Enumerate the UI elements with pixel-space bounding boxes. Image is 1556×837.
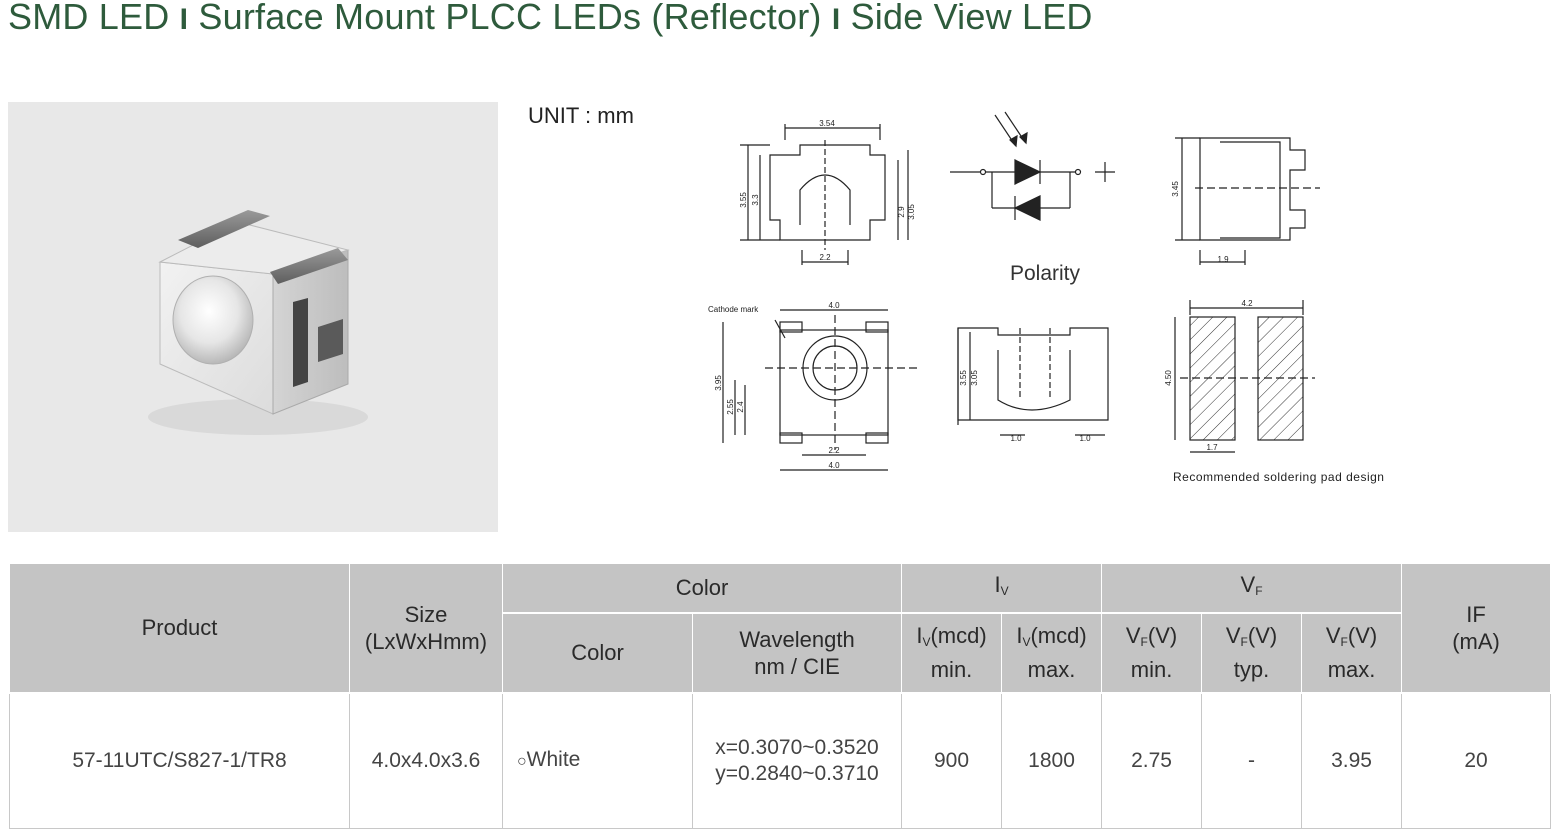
- title-part-side-view: Side View LED: [850, 0, 1093, 37]
- top-view-drawing: [722, 309, 920, 471]
- dim-label-pad-length: 4.50: [1164, 370, 1173, 386]
- soldering-pad-labels: 4.2 4.50 1.7: [1164, 299, 1253, 452]
- dim-label-section-height: 3.55: [959, 370, 968, 386]
- dim-label-profile-depth: 1.9: [1217, 255, 1229, 264]
- dim-label-side-height: 2.9: [897, 206, 906, 218]
- title-part-plcc: Surface Mount PLCC LEDs (Reflector): [198, 0, 822, 37]
- unit-label: UNIT : mm: [528, 103, 634, 128]
- side-profile-labels: 3.45 1.9: [1171, 181, 1229, 264]
- header-vf-group: VF: [1101, 563, 1403, 614]
- section-view-labels: 3.55 3.05 1.0 1.0: [959, 370, 1091, 443]
- cell-iv-min: 900: [901, 692, 1003, 829]
- header-if: IF(mA): [1401, 563, 1552, 694]
- cell-iv-max: 1800: [1001, 692, 1103, 829]
- dim-label-top-length: 3.95: [714, 375, 723, 391]
- dimension-drawings: 3.54 3.55 3.3 2.9 3.05 2.2 Polarity 3.45…: [708, 111, 1384, 484]
- side-view-labels: 3.54 3.55 3.3 2.9 3.05 2.2: [739, 119, 916, 262]
- cell-vf-max: 3.95: [1301, 692, 1403, 829]
- spec-table: Product Size(LxWxHmm) Color IV VF IF(mA)…: [9, 563, 1552, 829]
- dim-label-section-pad-right: 1.0: [1079, 434, 1091, 443]
- dim-label-height: 3.55: [739, 192, 748, 208]
- header-iv-min: IV(mcd)min.: [901, 612, 1003, 694]
- color-circle-icon: ○: [517, 752, 527, 770]
- header-vf-min: VF(V)min.: [1101, 612, 1203, 694]
- cathode-mark-label: Cathode mark: [708, 305, 759, 314]
- header-color: Color: [502, 612, 693, 694]
- header-product: Product: [9, 563, 350, 694]
- dim-label-section-pad-left: 1.0: [1010, 434, 1022, 443]
- header-iv-max: IV(mcd)max.: [1001, 612, 1103, 694]
- polarity-label: Polarity: [1010, 262, 1081, 285]
- header-vf-max: VF(V)max.: [1301, 612, 1403, 694]
- led-package-illustration: [148, 210, 368, 435]
- cell-vf-min: 2.75: [1101, 692, 1203, 829]
- header-iv-group: IV: [901, 563, 1103, 614]
- cell-if: 20: [1401, 692, 1552, 829]
- product-photo: [8, 102, 498, 532]
- table-row: 57-11UTC/S827-1/TR8 4.0x4.0x3.6 ○White x…: [9, 692, 1552, 829]
- soldering-pad-caption: Recommended soldering pad design: [1173, 470, 1384, 484]
- title-part-smd-led: SMD LED: [8, 0, 170, 37]
- title-separator-2: I: [831, 3, 841, 36]
- dim-label-pad-width: 4.2: [1241, 299, 1253, 308]
- polarity-symbol: [950, 111, 1115, 221]
- cell-size: 4.0x4.0x3.6: [349, 692, 503, 829]
- top-view-labels: Cathode mark 4.0 3.95 2.55 2.4 2.2 4.0: [708, 301, 840, 470]
- header-size: Size(LxWxHmm): [349, 563, 503, 694]
- dim-label-width: 3.54: [819, 119, 835, 128]
- page-title: SMD LED I Surface Mount PLCC LEDs (Refle…: [8, 0, 1093, 38]
- dim-label-lead-inner: 2.4: [736, 401, 745, 413]
- dim-label-top-width: 4.0: [828, 301, 840, 310]
- dim-label-pad-size: 1.7: [1206, 443, 1218, 452]
- dim-label-side-height-2: 3.05: [907, 204, 916, 220]
- soldering-pad-drawing: [1174, 300, 1315, 453]
- cell-product: 57-11UTC/S827-1/TR8: [9, 692, 350, 829]
- cell-vf-typ: -: [1201, 692, 1303, 829]
- dim-label-section-inner: 3.05: [970, 370, 979, 386]
- dim-label-top-base: 2.2: [828, 446, 840, 455]
- header-vf-typ: VF(V)typ.: [1201, 612, 1303, 694]
- side-view-drawing: [740, 124, 909, 265]
- side-profile-drawing: [1175, 137, 1320, 265]
- dim-label-profile-height: 3.45: [1171, 181, 1180, 197]
- cell-color: ○White: [502, 692, 693, 829]
- title-separator: I: [179, 3, 189, 36]
- section-view-drawing: [957, 327, 1109, 436]
- header-color-group: Color: [501, 563, 903, 614]
- dim-label-base: 2.2: [819, 253, 831, 262]
- dim-label-inner-height: 3.3: [751, 194, 760, 206]
- dim-label-lead-span: 2.55: [726, 399, 735, 415]
- dim-label-top-width-bottom: 4.0: [828, 461, 840, 470]
